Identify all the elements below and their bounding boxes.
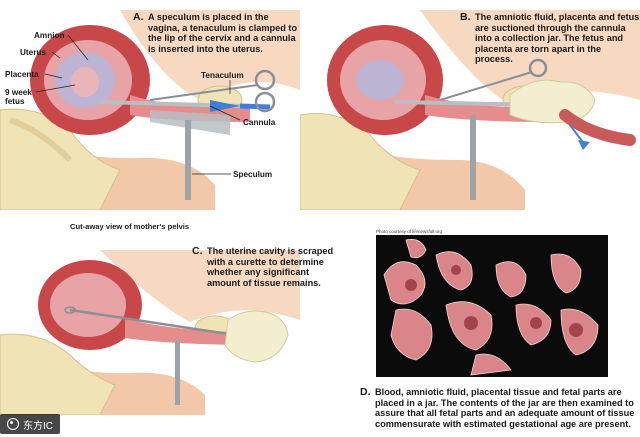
panel-c-caption: C. The uterine cavity is scraped with a … bbox=[192, 246, 334, 288]
panel-d-text: Blood, amniotic fluid, placental tissue … bbox=[375, 387, 635, 429]
label-uterus: Uterus bbox=[20, 48, 46, 57]
panel-b-text: The amniotic fluid, placenta and fetus a… bbox=[475, 12, 640, 65]
panel-a-text: A speculum is placed in the vagina, a te… bbox=[148, 12, 298, 54]
pelvis-footnote: Cut-away view of mother's pelvis bbox=[70, 222, 190, 231]
panel-c-text: The uterine cavity is scraped with a cur… bbox=[207, 246, 334, 288]
panel-b-caption: B. The amniotic fluid, placenta and fetu… bbox=[460, 12, 640, 65]
panel-d-letter: D. bbox=[360, 386, 371, 398]
label-tenaculum: Tenaculum bbox=[201, 71, 244, 80]
panel-b-letter: B. bbox=[460, 11, 471, 23]
watermark: 东方IC bbox=[0, 414, 60, 434]
label-cannula: Cannula bbox=[243, 118, 276, 127]
label-speculum: Speculum bbox=[233, 170, 273, 179]
label-leaders bbox=[35, 34, 241, 175]
label-fetus: 9 week fetus bbox=[5, 88, 32, 106]
logo-icon bbox=[7, 418, 19, 430]
label-placenta: Placenta bbox=[5, 70, 39, 79]
panel-c-letter: C. bbox=[192, 245, 203, 257]
panel-c-illustration bbox=[0, 250, 300, 415]
panel-a-letter: A. bbox=[133, 11, 144, 23]
panel-b-illustration bbox=[300, 10, 640, 210]
watermark-text: 东方IC bbox=[23, 420, 53, 432]
panel-d-caption: D. Blood, amniotic fluid, placental tiss… bbox=[360, 387, 635, 429]
panel-a-illustration bbox=[0, 10, 300, 210]
tissue-photo bbox=[376, 235, 608, 377]
label-amnion: Amnion bbox=[34, 31, 65, 40]
photo-credit: Photo courtesy of lifenewsfull.org bbox=[376, 229, 443, 234]
panel-a-caption: A. A speculum is placed in the vagina, a… bbox=[133, 12, 298, 54]
